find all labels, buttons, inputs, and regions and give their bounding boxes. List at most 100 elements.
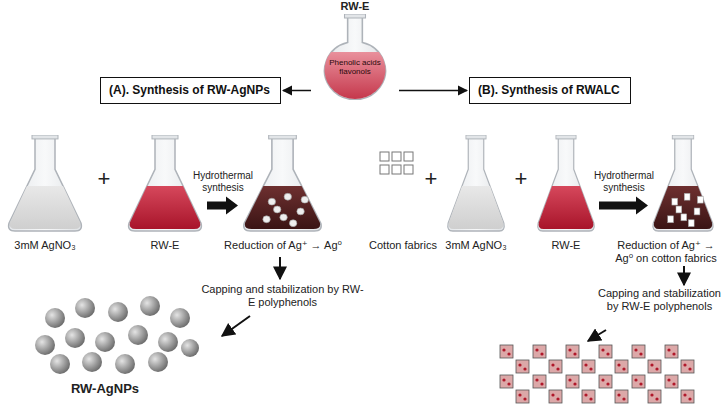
coated-fabric bbox=[648, 360, 661, 373]
flask-rim bbox=[345, 14, 366, 18]
flask-glass bbox=[129, 137, 202, 231]
silver-dot bbox=[535, 378, 538, 381]
flask-glass bbox=[448, 137, 504, 231]
fabric-piece bbox=[668, 216, 674, 223]
fabric-piece bbox=[688, 220, 694, 227]
silver-dot bbox=[573, 352, 576, 355]
silver-particle bbox=[273, 206, 280, 213]
process-arrow bbox=[222, 316, 250, 336]
silver-dot bbox=[601, 378, 604, 381]
coated-fabric bbox=[582, 390, 595, 403]
flask-liquid bbox=[245, 186, 320, 229]
coated-fabric bbox=[500, 375, 513, 388]
plus-sign: + bbox=[509, 166, 533, 192]
connector-line bbox=[399, 90, 467, 92]
silver-dot bbox=[672, 352, 675, 355]
flask-heading: RW-E bbox=[313, 0, 397, 13]
silver-dot bbox=[622, 367, 625, 370]
flask-label: Reduction of Ag⁺ → Ag⁰ bbox=[208, 239, 358, 252]
silver-dot bbox=[568, 348, 571, 351]
flask-glass bbox=[325, 16, 386, 100]
silver-dot bbox=[584, 393, 587, 396]
connector-line bbox=[283, 90, 311, 92]
silver-dot bbox=[540, 352, 543, 355]
silver-dot bbox=[518, 393, 521, 396]
flask-glass bbox=[244, 137, 321, 231]
silver-particle bbox=[263, 216, 270, 223]
silver-dot bbox=[650, 363, 653, 366]
connector bbox=[207, 197, 238, 215]
silver-dot bbox=[568, 378, 571, 381]
flask-rim bbox=[466, 135, 486, 139]
silver-dot bbox=[639, 352, 642, 355]
silver-dot bbox=[556, 367, 559, 370]
erlenmeyer-flask bbox=[535, 135, 597, 233]
process-arrow bbox=[279, 257, 281, 279]
flask-node: 3mM AgNO₃ bbox=[5, 135, 85, 233]
flask-label: 3mM AgNO₃ bbox=[0, 239, 95, 252]
coated-fabric bbox=[533, 345, 546, 358]
coated-fabric bbox=[665, 345, 678, 358]
coated-fabric bbox=[615, 360, 628, 373]
flask-glass bbox=[538, 137, 594, 231]
flask-glass bbox=[9, 137, 82, 231]
flask-liquid bbox=[10, 186, 81, 229]
silver-dot bbox=[551, 393, 554, 396]
annotation: RW-AgNPs bbox=[60, 381, 150, 397]
flask-node: Reduction of Ag⁺ → Ag⁰ on cotton fabrics bbox=[650, 135, 716, 233]
connector bbox=[399, 90, 467, 91]
silver-dot bbox=[667, 378, 670, 381]
box-title: (A). Synthesis of RW-AgNPs bbox=[101, 78, 278, 102]
silver-dot bbox=[672, 382, 675, 385]
annotation: Capping and stabilization by RW-E polyph… bbox=[200, 283, 365, 309]
silver-dot bbox=[634, 378, 637, 381]
flask-glass bbox=[653, 137, 713, 231]
flask-liquid bbox=[130, 186, 201, 229]
silver-particle bbox=[301, 196, 308, 203]
flask-liquid bbox=[449, 186, 504, 229]
coated-fabric bbox=[516, 390, 529, 403]
silver-dot bbox=[683, 393, 686, 396]
silver-particle bbox=[268, 198, 275, 205]
coated-fabric bbox=[549, 360, 562, 373]
flask-label: RW-E bbox=[525, 239, 607, 252]
flask-node: 3mM AgNO₃ bbox=[445, 135, 507, 233]
coated-fabric bbox=[566, 375, 579, 388]
flask-label: RW-E bbox=[120, 239, 210, 252]
flask-rim bbox=[556, 135, 576, 139]
fabric-piece bbox=[681, 214, 687, 221]
silver-particle bbox=[284, 193, 291, 200]
silver-dot bbox=[507, 382, 510, 385]
flask-node: RW-EPhenolic acids flavonols bbox=[313, 0, 397, 100]
process-arrow bbox=[683, 266, 685, 285]
annotation: Capping and stabilization by RW-E polyph… bbox=[597, 287, 722, 313]
silver-dot bbox=[523, 397, 526, 400]
coated-fabric bbox=[582, 360, 595, 373]
edge-label: Hydrothermal synthesis bbox=[594, 170, 654, 194]
silver-dot bbox=[540, 382, 543, 385]
plus-sign: + bbox=[420, 166, 442, 192]
fabric-piece bbox=[676, 206, 682, 213]
silver-dot bbox=[617, 363, 620, 366]
flask-node: RW-E bbox=[535, 135, 597, 233]
flask-label: Reduction of Ag⁺ → Ag⁰ on cotton fabrics bbox=[610, 239, 722, 265]
fabric-piece bbox=[672, 198, 678, 205]
process-arrow bbox=[588, 330, 606, 341]
silver-dot bbox=[650, 393, 653, 396]
round-bottom-flask bbox=[313, 14, 397, 100]
silver-dot bbox=[667, 348, 670, 351]
silver-dot bbox=[622, 397, 625, 400]
silver-dot bbox=[617, 393, 620, 396]
silver-dot bbox=[655, 367, 658, 370]
coated-fabric bbox=[648, 390, 661, 403]
silver-dot bbox=[601, 348, 604, 351]
fabric-piece bbox=[697, 196, 703, 203]
silver-dot bbox=[683, 363, 686, 366]
silver-dot bbox=[502, 378, 505, 381]
silver-dot bbox=[655, 397, 658, 400]
silver-dot bbox=[634, 348, 637, 351]
erlenmeyer-flask bbox=[445, 135, 507, 233]
silver-dot bbox=[556, 397, 559, 400]
silver-dot bbox=[573, 382, 576, 385]
process-box: (A). Synthesis of RW-AgNPs bbox=[100, 77, 281, 104]
